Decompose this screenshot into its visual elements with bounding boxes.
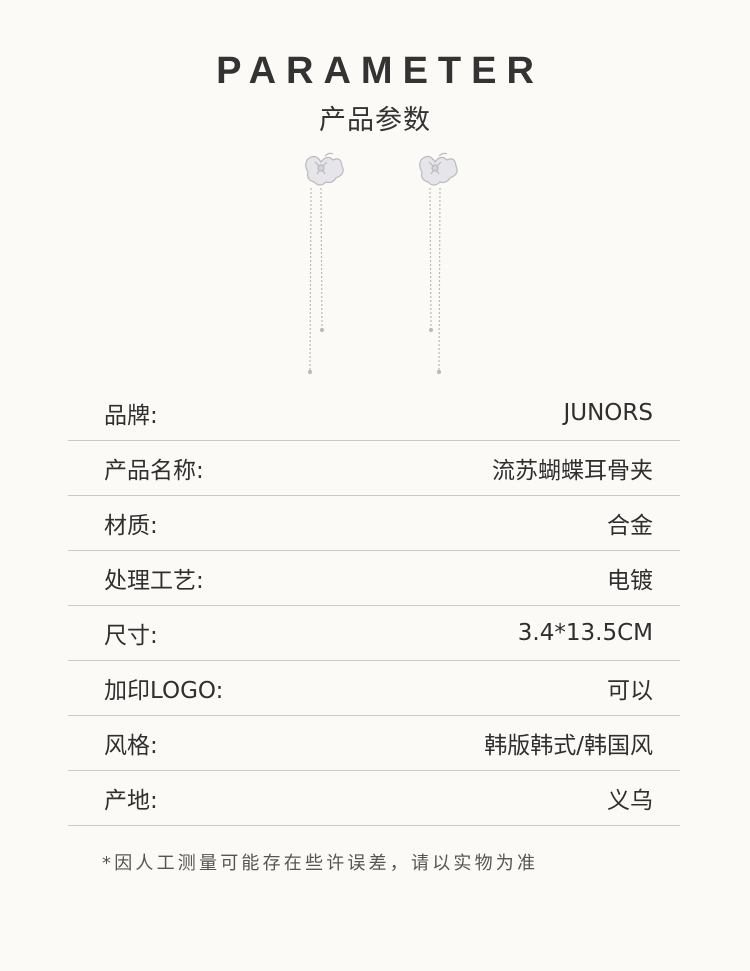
param-value: 流苏蝴蝶耳骨夹 <box>492 458 653 484</box>
param-value: 3.4*13.5CM <box>517 620 653 646</box>
param-label: 加印LOGO: <box>104 678 224 704</box>
param-row-size: 尺寸: 3.4*13.5CM <box>68 606 680 661</box>
param-label: 材质: <box>104 513 158 539</box>
param-row-origin: 产地: 义乌 <box>68 771 680 826</box>
param-row-material: 材质: 合金 <box>68 496 680 551</box>
param-label: 处理工艺: <box>104 568 204 594</box>
param-value: 可以 <box>607 678 653 704</box>
measurement-note: *因人工测量可能存在些许误差，请以实物为准 <box>102 853 539 874</box>
param-label: 产地: <box>104 788 158 814</box>
title-chinese: 产品参数 <box>319 105 431 136</box>
param-value: JUNORS <box>563 400 653 426</box>
butterfly-tassel-earrings-image <box>305 152 458 375</box>
param-value: 义乌 <box>607 788 653 814</box>
left-earring <box>305 152 344 375</box>
title-english: PARAMETER <box>216 50 544 92</box>
param-label: 风格: <box>104 733 158 759</box>
param-value: 电镀 <box>607 568 653 594</box>
param-value: 韩版韩式/韩国风 <box>484 733 653 759</box>
param-row-product-name: 产品名称: 流苏蝴蝶耳骨夹 <box>68 441 680 496</box>
param-row-logo: 加印LOGO: 可以 <box>68 661 680 716</box>
param-label: 产品名称: <box>104 458 204 484</box>
parameter-table: 品牌: JUNORS 产品名称: 流苏蝴蝶耳骨夹 材质: 合金 处理工艺: 电镀… <box>68 386 680 826</box>
param-row-process: 处理工艺: 电镀 <box>68 551 680 606</box>
param-label: 尺寸: <box>104 623 158 649</box>
param-label: 品牌: <box>104 403 158 429</box>
param-row-style: 风格: 韩版韩式/韩国风 <box>68 716 680 771</box>
right-earring <box>419 152 458 375</box>
param-value: 合金 <box>607 513 653 539</box>
param-row-brand: 品牌: JUNORS <box>68 386 680 441</box>
